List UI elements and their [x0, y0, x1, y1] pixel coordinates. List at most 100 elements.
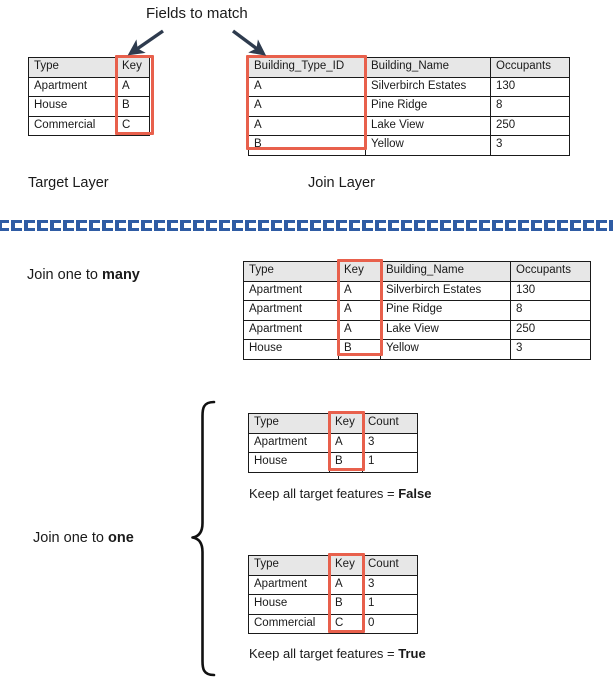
table-row: Apartment A	[28, 76, 150, 97]
cell-building-type-id: B	[248, 135, 366, 156]
table-row: Commercial C	[28, 115, 150, 136]
table-row: House B	[28, 96, 150, 117]
cell-type: House	[248, 452, 330, 473]
one-to-one-false-table: Type Key Count Apartment A 3 House B 1	[248, 413, 418, 473]
join-one-to-one-emphasis: one	[107, 530, 134, 546]
keep-true-emphasis: True	[398, 646, 426, 661]
column-header-key: Key	[116, 57, 150, 78]
join-one-to-one-label: Join one to one	[33, 531, 134, 546]
cell-occupants: 250	[510, 319, 591, 340]
cell-type: Commercial	[28, 115, 117, 136]
table-row: Apartment A 3	[248, 432, 418, 453]
table-header-row: Type Key Count	[248, 413, 418, 434]
cell-building-name: Silverbirch Estates	[380, 280, 511, 301]
keep-false-emphasis: False	[398, 486, 432, 501]
fields-to-match-label: Fields to match	[146, 5, 248, 22]
cell-type: Apartment	[28, 76, 117, 97]
one-to-one-true-table-wrap: Type Key Count Apartment A 3 House B 1 C…	[248, 555, 418, 634]
cell-type: House	[248, 594, 330, 615]
keep-false-label: Keep all target features = False	[249, 487, 431, 500]
table-row: Apartment A Silverbirch Estates 130	[243, 280, 591, 301]
cell-key: B	[329, 594, 363, 615]
cell-count: 0	[362, 613, 418, 634]
cell-type: Apartment	[248, 574, 330, 595]
cell-building-name: Silverbirch Estates	[365, 76, 491, 97]
join-one-to-one-prefix: Join one to	[33, 530, 108, 546]
column-header-type: Type	[28, 57, 117, 78]
cell-key: B	[338, 339, 381, 360]
section-divider	[0, 220, 613, 231]
one-to-one-true-table: Type Key Count Apartment A 3 House B 1 C…	[248, 555, 418, 634]
cell-key: A	[338, 300, 381, 321]
cell-occupants: 130	[510, 280, 591, 301]
cell-building-type-id: A	[248, 115, 366, 136]
cell-building-name: Lake View	[380, 319, 511, 340]
table-row: House B 1	[248, 452, 418, 473]
cell-occupants: 3	[490, 135, 570, 156]
table-row: A Lake View 250	[248, 115, 570, 136]
cell-count: 1	[362, 594, 418, 615]
column-header-type: Type	[248, 555, 330, 576]
curly-brace-icon	[191, 400, 216, 677]
cell-key: A	[116, 76, 150, 97]
join-one-to-many-emphasis: many	[101, 267, 140, 283]
cell-key: A	[329, 432, 363, 453]
cell-occupants: 8	[510, 300, 591, 321]
cell-building-name: Pine Ridge	[365, 96, 491, 117]
join-one-to-many-prefix: Join one to	[27, 267, 102, 283]
join-layer-caption: Join Layer	[308, 175, 375, 191]
target-layer-table: Type Key Apartment A House B Commercial …	[28, 57, 150, 136]
keep-true-prefix: Keep all target features =	[249, 646, 399, 661]
cell-type: Apartment	[243, 300, 339, 321]
arrow-to-join-key-icon	[231, 29, 267, 56]
arrow-to-target-key-icon	[127, 29, 164, 56]
join-layer-table: Building_Type_ID Building_Name Occupants…	[248, 57, 570, 156]
join-one-to-many-label: Join one to many	[27, 268, 140, 283]
cell-building-type-id: A	[248, 76, 366, 97]
one-to-many-table: Type Key Building_Name Occupants Apartme…	[243, 261, 591, 360]
cell-count: 1	[362, 452, 418, 473]
cell-key: A	[338, 319, 381, 340]
column-header-building-type-id: Building_Type_ID	[248, 57, 366, 78]
table-header-row: Type Key	[28, 57, 150, 78]
cell-type: Apartment	[243, 280, 339, 301]
keep-false-prefix: Keep all target features =	[249, 486, 399, 501]
table-row: A Silverbirch Estates 130	[248, 76, 570, 97]
cell-type: Commercial	[248, 613, 330, 634]
cell-type: Apartment	[248, 432, 330, 453]
one-to-one-false-table-wrap: Type Key Count Apartment A 3 House B 1	[248, 413, 418, 473]
target-layer-table-wrap: Type Key Apartment A House B Commercial …	[28, 57, 150, 136]
keep-true-label: Keep all target features = True	[249, 647, 426, 660]
cell-key: C	[329, 613, 363, 634]
column-header-type: Type	[248, 413, 330, 434]
column-header-key: Key	[329, 555, 363, 576]
cell-occupants: 8	[490, 96, 570, 117]
cell-type: House	[28, 96, 117, 117]
table-row: Apartment A 3	[248, 574, 418, 595]
column-header-occupants: Occupants	[510, 261, 591, 282]
table-header-row: Building_Type_ID Building_Name Occupants	[248, 57, 570, 78]
table-header-row: Type Key Building_Name Occupants	[243, 261, 591, 282]
cell-building-name: Yellow	[365, 135, 491, 156]
cell-type: House	[243, 339, 339, 360]
column-header-building-name: Building_Name	[380, 261, 511, 282]
cell-key: C	[116, 115, 150, 136]
column-header-key: Key	[338, 261, 381, 282]
column-header-occupants: Occupants	[490, 57, 570, 78]
column-header-count: Count	[362, 555, 418, 576]
column-header-building-name: Building_Name	[365, 57, 491, 78]
target-layer-caption: Target Layer	[28, 175, 109, 191]
cell-count: 3	[362, 574, 418, 595]
cell-type: Apartment	[243, 319, 339, 340]
cell-building-name: Lake View	[365, 115, 491, 136]
table-row: Commercial C 0	[248, 613, 418, 634]
table-row: A Pine Ridge 8	[248, 96, 570, 117]
table-row: Apartment A Lake View 250	[243, 319, 591, 340]
cell-building-name: Yellow	[380, 339, 511, 360]
column-header-type: Type	[243, 261, 339, 282]
cell-key: B	[329, 452, 363, 473]
cell-building-name: Pine Ridge	[380, 300, 511, 321]
table-row: B Yellow 3	[248, 135, 570, 156]
cell-count: 3	[362, 432, 418, 453]
table-row: House B Yellow 3	[243, 339, 591, 360]
